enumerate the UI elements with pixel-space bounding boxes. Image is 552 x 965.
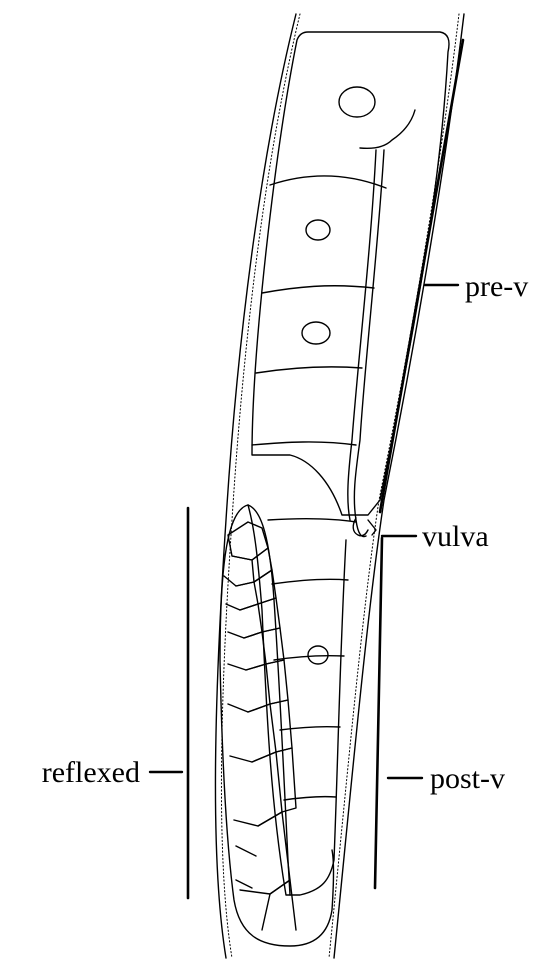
post-v-range-bar <box>375 538 382 888</box>
body-wall <box>215 14 464 958</box>
posterior-branch <box>248 505 356 895</box>
reflexed-limb <box>220 505 334 946</box>
reflexed-label: reflexed <box>42 756 140 789</box>
post-v-label: post-v <box>430 762 505 795</box>
pre-v-label: pre-v <box>465 270 528 303</box>
vulva-label: vulva <box>422 520 489 553</box>
pre-v-range-bar <box>380 40 463 512</box>
label-leaders <box>150 285 458 778</box>
